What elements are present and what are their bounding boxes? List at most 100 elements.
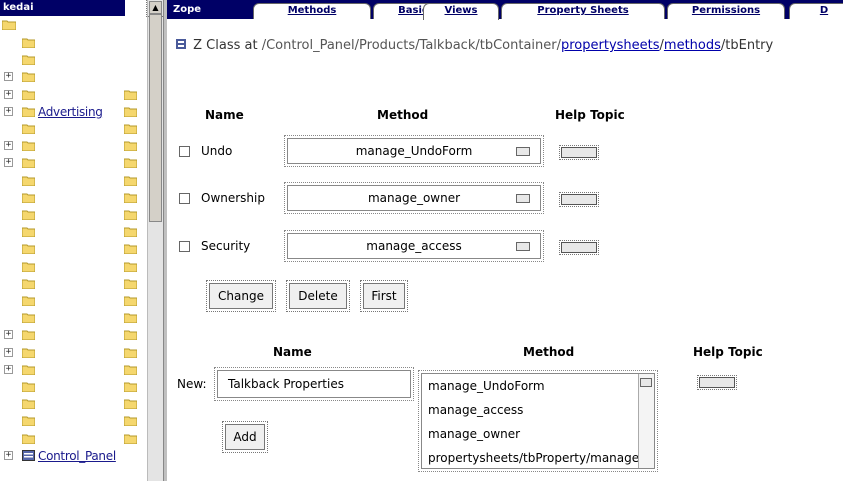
undo-checkbox[interactable] xyxy=(179,146,190,157)
method-option[interactable]: manage_access xyxy=(428,403,524,417)
dropdown-arrow-icon[interactable] xyxy=(516,194,530,203)
tree-item[interactable] xyxy=(0,379,147,397)
folder-icon[interactable] xyxy=(21,175,36,187)
expand-icon[interactable]: + xyxy=(4,88,13,99)
tree-item[interactable] xyxy=(0,259,147,277)
folder-icon[interactable] xyxy=(21,415,36,427)
folder-icon[interactable] xyxy=(21,278,36,290)
tree-item-label[interactable]: Advertising xyxy=(38,104,103,119)
expand-icon[interactable]: + xyxy=(4,157,13,168)
tree-item[interactable] xyxy=(0,431,147,449)
folder-icon[interactable] xyxy=(21,157,36,169)
tab-property-sheets[interactable]: Property Sheets xyxy=(501,3,665,19)
folder-icon[interactable] xyxy=(21,398,36,410)
expand-icon[interactable]: + xyxy=(4,105,13,116)
folder-icon[interactable] xyxy=(123,295,138,307)
tree-item[interactable] xyxy=(0,207,147,225)
undo-method-select[interactable]: manage_UndoForm xyxy=(284,135,544,167)
first-button[interactable]: First xyxy=(360,280,408,312)
add-button[interactable]: Add xyxy=(222,421,268,453)
tree-item[interactable] xyxy=(0,413,147,431)
folder-icon[interactable] xyxy=(123,226,138,238)
folder-icon[interactable] xyxy=(21,89,36,101)
tab-methods[interactable]: Methods xyxy=(253,3,371,19)
tree-item[interactable] xyxy=(0,396,147,414)
tree-item[interactable]: + xyxy=(0,138,147,156)
tree-item[interactable]: + Advertising xyxy=(0,104,147,122)
folder-icon[interactable] xyxy=(123,278,138,290)
tree-item[interactable]: + xyxy=(0,327,147,345)
folder-icon[interactable] xyxy=(123,89,138,101)
ownership-help-topic-button[interactable] xyxy=(559,192,599,207)
tree-item[interactable] xyxy=(0,35,147,53)
tab-more[interactable]: D xyxy=(789,3,843,19)
ownership-method-select[interactable]: manage_owner xyxy=(284,182,544,214)
folder-icon[interactable] xyxy=(123,398,138,410)
scroll-up-icon[interactable]: ▲ xyxy=(146,0,165,17)
folder-icon[interactable] xyxy=(21,140,36,152)
folder-icon[interactable] xyxy=(21,295,36,307)
folder-icon[interactable] xyxy=(21,433,36,445)
folder-icon[interactable] xyxy=(21,106,36,118)
tree-item[interactable] xyxy=(0,121,147,139)
dropdown-arrow-icon[interactable] xyxy=(516,147,530,156)
tree-item[interactable] xyxy=(0,224,147,242)
scrollbar-thumb[interactable] xyxy=(149,14,162,222)
folder-icon[interactable] xyxy=(21,123,36,135)
delete-button[interactable]: Delete xyxy=(286,280,350,312)
breadcrumb-propertysheets-link[interactable]: propertysheets xyxy=(560,38,660,53)
folder-icon[interactable] xyxy=(123,192,138,204)
method-option[interactable]: manage_owner xyxy=(428,427,521,441)
folder-icon[interactable] xyxy=(123,347,138,359)
folder-icon[interactable] xyxy=(21,243,36,255)
folder-icon[interactable] xyxy=(123,433,138,445)
control-panel-icon[interactable] xyxy=(22,449,35,461)
folder-icon[interactable] xyxy=(123,209,138,221)
folder-icon[interactable] xyxy=(21,347,36,359)
new-view-method-listbox[interactable]: manage_UndoForm manage_access manage_own… xyxy=(418,370,658,472)
folder-icon[interactable] xyxy=(123,329,138,341)
folder-icon[interactable] xyxy=(21,364,36,376)
folder-icon[interactable] xyxy=(123,106,138,118)
expand-icon[interactable]: + xyxy=(4,449,13,460)
folder-icon[interactable] xyxy=(21,71,36,83)
expand-icon[interactable]: + xyxy=(4,329,13,340)
tree-item[interactable]: + xyxy=(0,87,147,105)
folder-icon[interactable] xyxy=(21,54,36,66)
tree-item[interactable] xyxy=(0,241,147,259)
tree-item-label[interactable]: Control_Panel xyxy=(38,448,116,463)
listbox-scrollbar[interactable] xyxy=(638,374,654,468)
folder-icon[interactable] xyxy=(21,226,36,238)
undo-help-topic-button[interactable] xyxy=(559,145,599,160)
tree-item[interactable]: + xyxy=(0,69,147,87)
folder-icon[interactable] xyxy=(21,37,36,49)
folder-icon[interactable] xyxy=(21,192,36,204)
expand-icon[interactable]: + xyxy=(4,140,13,151)
tree-item[interactable] xyxy=(0,293,147,311)
tree-scrollbar[interactable]: ▲ xyxy=(146,0,165,481)
breadcrumb-methods-link[interactable]: methods xyxy=(663,38,721,53)
change-button[interactable]: Change xyxy=(206,280,276,312)
folder-icon[interactable] xyxy=(21,312,36,324)
tab-views[interactable]: Views xyxy=(423,3,499,20)
scroll-arrow-icon[interactable] xyxy=(640,378,652,387)
folder-icon[interactable] xyxy=(123,415,138,427)
tab-permissions[interactable]: Permissions xyxy=(667,3,785,19)
folder-icon[interactable] xyxy=(123,261,138,273)
expand-icon[interactable]: + xyxy=(4,346,13,357)
folder-icon[interactable] xyxy=(123,157,138,169)
new-view-name-input[interactable]: Talkback Properties xyxy=(214,367,414,401)
folder-icon[interactable] xyxy=(123,140,138,152)
folder-icon[interactable] xyxy=(1,19,17,31)
expand-icon[interactable]: + xyxy=(4,363,13,374)
security-method-select[interactable]: manage_access xyxy=(284,230,544,262)
expand-icon[interactable]: + xyxy=(4,71,13,82)
tree-item[interactable] xyxy=(0,276,147,294)
tree-item[interactable] xyxy=(0,310,147,328)
breadcrumb-path[interactable]: /Control_Panel/Products/Talkback/tbConta… xyxy=(261,38,561,53)
tree-item[interactable]: + Control_Panel xyxy=(0,448,147,466)
folder-icon[interactable] xyxy=(123,123,138,135)
folder-icon[interactable] xyxy=(123,364,138,376)
security-help-topic-button[interactable] xyxy=(559,240,599,255)
tree-item[interactable] xyxy=(0,190,147,208)
